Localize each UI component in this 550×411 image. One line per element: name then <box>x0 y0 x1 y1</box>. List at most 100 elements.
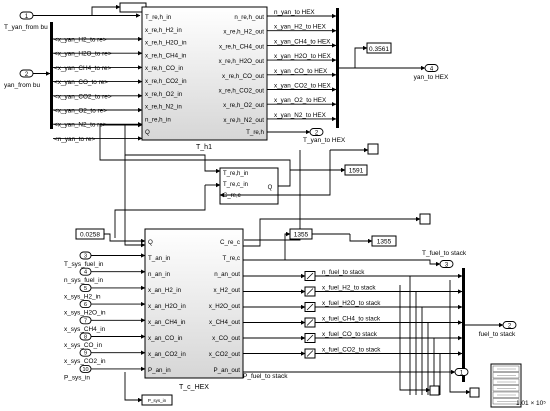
outport-2-bottom[interactable]: 2 <box>502 321 517 330</box>
outport-4-label: yan_to HEX <box>414 74 449 81</box>
tc-output-port: x_CO_out <box>212 335 240 342</box>
subsystem-T_c_HEX-name: T_c_HEX <box>179 384 209 391</box>
svg-text:P_sys_in: P_sys_in <box>148 398 167 403</box>
svg-text:1355: 1355 <box>377 239 392 246</box>
display-1591 <box>344 164 368 176</box>
svg-text:2: 2 <box>508 324 512 330</box>
inport-6[interactable]: 6 <box>79 300 92 309</box>
inport-label: P_sys_in <box>64 374 90 381</box>
from-tag[interactable]: <x_yan_H2O_to re> <box>54 51 112 58</box>
th1-output-port: x_re,h_CO_out <box>222 73 264 80</box>
fuel-signal-label: x_fuel_CO_to stack <box>322 331 378 338</box>
svg-text:9: 9 <box>84 351 87 357</box>
q-block-input: C_re,c <box>223 193 241 199</box>
th1-input-port: x_re,h_N2_in <box>145 104 182 111</box>
svg-text:0.0258: 0.0258 <box>80 232 100 239</box>
inport-label: T_sys_fuel_in <box>64 261 104 268</box>
inport-label: x_sys_CO_in <box>64 342 102 349</box>
display-0.3561 <box>366 42 392 54</box>
th1-input-port: x_re,h_CO2_in <box>145 78 187 85</box>
svg-text:8: 8 <box>84 335 87 341</box>
th1-output-port: n_re,h_out <box>234 14 264 21</box>
svg-text:1: 1 <box>460 371 464 377</box>
th1-input-port: T_re,h_in <box>145 14 172 21</box>
subsystem-T_h1[interactable] <box>141 6 268 141</box>
tc-input-port: x_an_CO2_in <box>148 351 186 358</box>
from-tag[interactable]: <x_yan_N2_to re> <box>54 122 107 129</box>
outport-4[interactable]: 4 <box>424 64 439 73</box>
tc-output-port: n_an_out <box>214 271 240 278</box>
hex-signal-label: x_yan_CO2_to HEX <box>274 83 332 90</box>
goto-P_sys_in[interactable] <box>141 394 173 406</box>
tc-output-port: C_re_c <box>220 239 240 246</box>
outport-3[interactable]: 3 <box>439 260 454 269</box>
bus-creator-hex <box>336 8 339 128</box>
from-tag-group: <x_yan_H2_to re> <x_yan_H2O_to re> <x_yan_… <box>53 37 143 143</box>
inport-4[interactable]: 4 <box>79 267 92 276</box>
inport-5[interactable]: 5 <box>79 283 92 292</box>
hex-signal-label: x_yan_H2_to HEX <box>274 24 327 31</box>
from-tag[interactable]: <x_yan_O2_to re> <box>54 108 107 115</box>
svg-text:1591: 1591 <box>349 168 364 175</box>
inport-2-label: yan_from bu <box>4 82 41 89</box>
q-block-input: T_re,c_in <box>223 182 248 188</box>
from-tag[interactable]: <x_yan_CO2_to re> <box>54 93 112 100</box>
scope-2[interactable] <box>419 213 431 225</box>
scope-1[interactable] <box>367 143 379 155</box>
tc-input-port: x_an_H2_in <box>148 287 182 294</box>
th1-output-port: x_re,h_H2O_out <box>219 58 265 65</box>
inport-1-label: T_yan_from bu <box>4 24 48 31</box>
th1-output-port: x_re,h_H2_out <box>223 29 264 36</box>
tc-input-port: n_an_in <box>148 271 171 278</box>
subsystem-T_h1-name: T_h1 <box>196 144 212 151</box>
fuel-signal-label: x_fuel_CO2_to stack <box>322 347 381 354</box>
fuel-signal-label: x_fuel_H2O_to stack <box>322 300 381 307</box>
outport-1[interactable]: 1 <box>454 368 469 377</box>
inport-label: x_sys_CH4_in <box>64 326 106 333</box>
bus-creator-fuel <box>462 268 465 382</box>
inport-3[interactable]: 3 <box>79 251 92 260</box>
outport-2-top-label: T_yan_to HEX <box>303 137 346 144</box>
from-tag[interactable]: <x_yan_H2_to re> <box>54 37 107 44</box>
th1-output-port: T_re,h <box>246 129 264 136</box>
inport-2[interactable]: 2 <box>19 69 34 78</box>
tc-output-port: x_CH4_out <box>209 319 240 326</box>
inport-9[interactable]: 9 <box>79 348 92 357</box>
display-1355-b <box>371 235 397 247</box>
scope-3[interactable] <box>429 385 440 396</box>
inport-10[interactable]: 10 <box>79 364 92 373</box>
tc-input-port: P_an_in <box>148 367 171 374</box>
inport-label: x_sys_CO2_in <box>64 358 106 365</box>
th1-input-port: Q <box>145 129 150 136</box>
svg-text:1: 1 <box>25 14 29 20</box>
from-tag[interactable]: <n_yan_to re> <box>54 136 95 143</box>
subsystem-T_c_HEX[interactable] <box>144 228 244 379</box>
svg-text:4: 4 <box>430 67 434 73</box>
tc-input-port: x_an_CO_in <box>148 335 183 342</box>
display-big-value: 1.01 × 10⁵ <box>516 400 546 407</box>
svg-text:5: 5 <box>84 286 87 292</box>
th1-input-port: x_re,h_CO_in <box>145 65 184 72</box>
from-tag[interactable]: <x_yan_CO_to re> <box>54 79 108 86</box>
th1-input-port: x_re,h_H2O_in <box>145 40 187 47</box>
outport-2-top[interactable]: 2 <box>309 128 324 137</box>
p-fuel-label: P_fuel_to stack <box>243 373 288 380</box>
tc-output-port: T_re,c <box>222 255 240 262</box>
bus-selector <box>50 22 53 129</box>
hex-signal-label: x_yan_O2_to HEX <box>274 97 327 104</box>
inport-7[interactable]: 7 <box>79 316 92 325</box>
th1-input-port: x_re,h_H2_in <box>145 27 182 34</box>
scope-4[interactable] <box>469 387 480 398</box>
svg-text:7: 7 <box>84 318 87 324</box>
svg-text:3: 3 <box>84 254 87 260</box>
tc-input-port: x_an_CH4_in <box>148 319 186 326</box>
tc-output-port: x_CO2_out <box>209 351 241 358</box>
inport-8[interactable]: 8 <box>79 332 92 341</box>
svg-text:0.3561: 0.3561 <box>369 46 389 53</box>
svg-text:3: 3 <box>445 263 449 269</box>
tc-input-port: Q <box>148 239 153 246</box>
inport-label: n_sys_fuel_in <box>64 277 104 284</box>
inport-1[interactable]: 1 <box>19 11 34 20</box>
from-tag[interactable]: <x_yan_CH4_to re> <box>54 65 111 72</box>
